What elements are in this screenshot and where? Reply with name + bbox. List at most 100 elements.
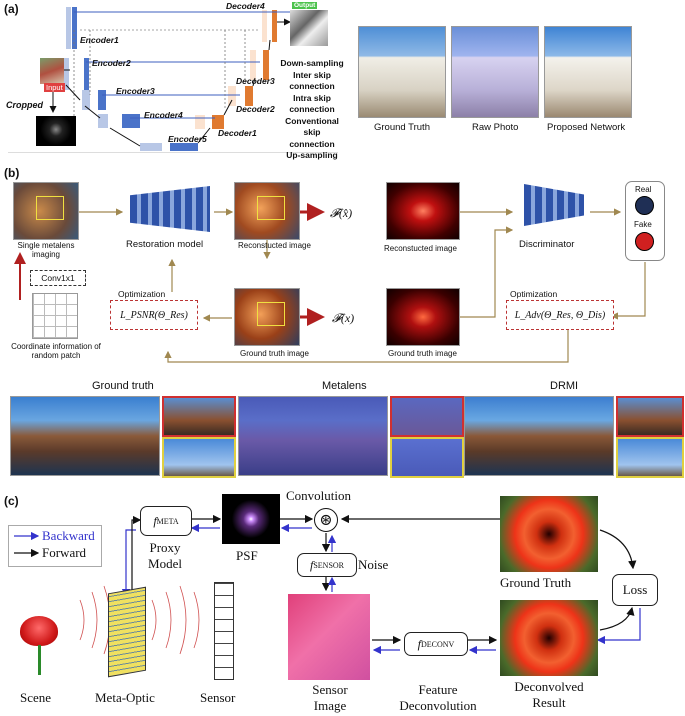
f-meta-sub: META: [156, 516, 179, 526]
output-thumbnail: [290, 10, 328, 46]
row-title-metalens: Metalens: [322, 380, 367, 392]
legend-line: Conventional skip: [285, 115, 339, 138]
caption-ground-truth: Ground Truth: [374, 122, 430, 133]
rose-icon: [20, 616, 58, 646]
forward-label: Forward: [42, 545, 87, 560]
encoder4-label: Encoder4: [144, 110, 183, 120]
legend-line: connection: [289, 104, 335, 114]
proxy-model-label: Proxy Model: [148, 540, 182, 571]
legend-line: Inter skip: [293, 69, 331, 80]
city-ground-truth: [10, 396, 160, 476]
unet-legend: Down-sampling Inter skip connection Intr…: [276, 58, 348, 162]
reconstructed-fft-image: [386, 182, 460, 240]
legend-line: Intra skip: [293, 92, 331, 103]
legend-line: Down-sampling: [280, 58, 344, 68]
proposed-network-photo: [544, 26, 632, 118]
ground-truth-flower: [500, 496, 598, 572]
decoder4-label: Decoder4: [226, 1, 265, 11]
f-deconv-sub: DECONV: [421, 639, 455, 649]
conv1x1-box: Conv1x1: [30, 270, 86, 286]
feature-deconvolution-label: Feature Deconvolution: [399, 682, 477, 713]
restoration-model-icon: [130, 186, 210, 232]
adv-loss-box: L_Adv(Θ_Res, Θ_Dis): [506, 300, 614, 330]
decoder3-label: Decoder3: [236, 76, 275, 86]
zoom-metalens-yellow: [390, 437, 464, 478]
fx-hat-label: 𝓕(x̂): [330, 206, 353, 220]
legend-line: Up-sampling: [286, 150, 338, 160]
legend-line: connection: [289, 138, 335, 149]
ground-truth-image-label: Ground truth image: [240, 349, 309, 358]
input-thumbnail: [40, 58, 64, 84]
panel-a-tag: (a): [4, 2, 19, 16]
zoom-drmi-red: [616, 396, 684, 437]
row-title-ground-truth: Ground truth: [92, 380, 154, 392]
reconstructed-fft-label: Reconstucted image: [384, 244, 457, 253]
real-label: Real: [635, 185, 652, 194]
f-sensor-sub: SENSOR: [313, 560, 345, 570]
f-sensor-f: f: [309, 557, 314, 572]
deconvolved-result-label: Deconvolved Result: [514, 679, 584, 710]
patch-box: [257, 196, 285, 220]
zoom-drmi-yellow: [616, 437, 684, 478]
psf-image: [222, 494, 280, 544]
ground-truth-fft-image: [386, 288, 460, 346]
single-metalens-label: Single metalens imaging: [17, 241, 75, 259]
sensor-image-label: Sensor Image: [312, 682, 348, 713]
optimization-label-2: Optimization: [510, 289, 558, 299]
metalens-input-image: [13, 182, 79, 240]
encoder2-label: Encoder2: [92, 58, 131, 68]
noise-label: Noise: [358, 557, 389, 572]
meta-optic-icon: [108, 586, 146, 678]
panel-b-connectors: [14, 203, 646, 363]
discriminator-label: Discriminator: [519, 239, 575, 250]
ground-truth-fft-label: Ground truth image: [388, 349, 457, 358]
decoder1-label: Decoder1: [218, 128, 257, 138]
sensor-image: [288, 594, 370, 680]
optimization-label-1: Optimization: [118, 289, 166, 299]
cropped-thumbnail: [36, 116, 76, 146]
f-meta-f: f: [153, 513, 157, 528]
sensor-icon: [214, 582, 234, 680]
loss-box: Loss: [612, 574, 658, 606]
decoder2-label: Decoder2: [236, 104, 275, 114]
coordinate-grid: [32, 293, 78, 339]
restoration-model-label: Restoration model: [126, 239, 204, 250]
fake-label: Fake: [634, 220, 652, 229]
city-drmi: [464, 396, 614, 476]
unet-diagram: [49, 7, 291, 151]
cropped-label: Cropped: [6, 100, 43, 110]
city-metalens: [238, 396, 388, 476]
zoom-ground-truth-red: [162, 396, 236, 437]
encoder3-label: Encoder3: [116, 86, 155, 96]
real-fake-panel: Real Fake: [625, 181, 665, 261]
ground-truth-image: [234, 288, 300, 346]
psnr-loss-box: L_PSNR(Θ_Res): [110, 300, 198, 330]
panel-c-connectors: [14, 514, 641, 655]
row-title-drmi: DRMI: [550, 380, 579, 392]
ground-truth-label: Ground Truth: [500, 575, 572, 590]
caption-raw-photo: Raw Photo: [472, 122, 519, 133]
output-label: Output: [292, 2, 318, 9]
convolution-operator: ⊛: [314, 508, 338, 532]
reconstructed-image-label: Reconstucted image: [238, 241, 311, 250]
coordinate-info-label: Coordinate information of random patch: [11, 342, 101, 360]
raw-photo: [451, 26, 539, 118]
sensor-label: Sensor: [200, 690, 236, 705]
convolution-label: Convolution: [286, 488, 352, 503]
fake-indicator: [635, 232, 654, 251]
scene-label: Scene: [20, 690, 52, 705]
backward-label: Backward: [42, 528, 95, 543]
input-label: Input: [44, 83, 65, 92]
encoder5-label: Encoder5: [168, 134, 207, 144]
legend-line: connection: [289, 81, 335, 91]
zoom-metalens-red: [390, 396, 464, 437]
psf-label: PSF: [236, 548, 258, 563]
caption-proposed-network: Proposed Network: [547, 122, 626, 133]
encoder1-label: Encoder1: [80, 35, 119, 45]
rose-stem: [38, 645, 41, 675]
panel-c-tag: (c): [4, 494, 19, 508]
meta-optic-label: Meta-Optic: [95, 690, 155, 705]
